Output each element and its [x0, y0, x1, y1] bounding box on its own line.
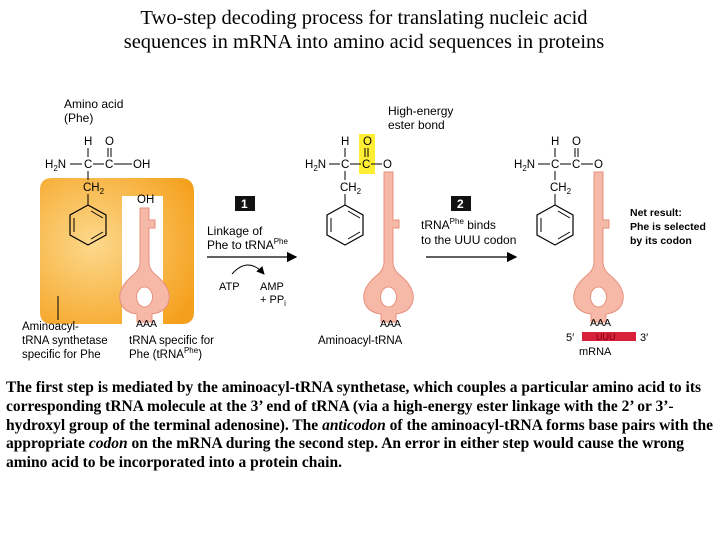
mrna-label: mRNA [579, 346, 612, 358]
svg-text:H: H [341, 136, 349, 148]
svg-text:H2N: H2N [45, 159, 66, 173]
svg-text:O: O [105, 136, 114, 148]
codon-label: UUU [596, 332, 616, 342]
uuu-codon-label: to the UUU codon [421, 233, 516, 247]
caption-codon-term: codon [88, 435, 128, 453]
svg-text:H: H [84, 136, 92, 148]
aminoacyl-phe: H O H2N C C O CH2 [305, 136, 392, 246]
synthetase-enzyme-shape [40, 178, 194, 324]
anticodon-label-2: AAA [380, 318, 401, 330]
synthetase-label-1: Aminoacyl- [22, 321, 79, 333]
svg-text:O: O [572, 136, 581, 148]
ester-bond-label: ester bond [388, 118, 445, 132]
step-1-number: 1 [241, 197, 248, 211]
trna-1: OH AAA [119, 194, 170, 330]
svg-text:H2N: H2N [305, 159, 326, 173]
svg-text:C: C [362, 159, 370, 171]
svg-text:CH2: CH2 [340, 182, 362, 196]
page-title: Two-step decoding process for translatin… [0, 6, 728, 54]
svg-text:H2N: H2N [514, 159, 535, 173]
five-prime-label: 5′ [566, 332, 574, 344]
anticodon-label-3: AAA [590, 317, 611, 329]
caption-part-3: on the mRNA during the second step. An e… [6, 435, 685, 472]
svg-text:O: O [594, 159, 603, 171]
atp-amp-curve [231, 264, 265, 275]
net-result-label: Net result: [630, 207, 682, 219]
synthetase-label-2: tRNA synthetase [22, 335, 108, 347]
three-prime-label: 3′ [640, 332, 648, 344]
aminoacyl-trna-label: Aminoacyl-tRNA [318, 335, 403, 347]
caption-part-2: of the aminoacyl-tRNA forms base pairs w… [6, 416, 713, 453]
step-2-number: 2 [457, 197, 464, 211]
linkage-label-2: Phe to tRNAPhe [207, 237, 288, 252]
svg-text:C: C [572, 159, 580, 171]
mrna-strand [582, 332, 636, 341]
phe-amino-acid: H O H2N C C OH CH2 [45, 136, 150, 246]
caption-anticodon-term: anticodon [322, 416, 386, 434]
bound-phe: H O H2N C C O CH2 [514, 136, 603, 246]
svg-text:H: H [551, 136, 559, 148]
svg-text:O: O [383, 159, 392, 171]
svg-text:C: C [105, 159, 113, 171]
svg-text:C: C [84, 159, 92, 171]
atp-label: ATP [219, 281, 240, 293]
amp-label: AMP [260, 281, 284, 293]
amino-acid-label: Amino acid [64, 97, 123, 111]
svg-text:CH2: CH2 [83, 182, 105, 196]
svg-text:CH2: CH2 [550, 182, 572, 196]
trna-binds-label: tRNAPhe binds [421, 217, 496, 232]
caption-paragraph: The first step is mediated by the aminoa… [6, 379, 724, 473]
trna-specific-label-2: Phe (tRNAPhe) [129, 346, 202, 361]
svg-text:OH: OH [133, 159, 150, 171]
step-1-box [235, 196, 255, 211]
amino-acid-name-label: (Phe) [64, 111, 93, 125]
net-result-line-2: Phe is selected [630, 221, 706, 233]
linkage-label-1: Linkage of [207, 224, 263, 238]
trna-3prime-oh-label: OH [137, 194, 154, 206]
decoding-diagram: Amino acid (Phe) H O H2N C C OH CH2 OH A… [22, 97, 706, 361]
synthetase-label-3: specific for Phe [22, 349, 101, 361]
title-line-2: sequences in mRNA into amino acid sequen… [123, 31, 605, 53]
caption-part-1: The first step is mediated by the aminoa… [6, 379, 702, 434]
high-energy-label: High-energy [388, 104, 453, 118]
trna-3: AAA [573, 171, 624, 329]
anticodon-label-1: AAA [136, 318, 157, 330]
ppi-label: + PPi [260, 294, 286, 308]
title-line-1: Two-step decoding process for translatin… [140, 7, 588, 29]
net-result-line-3: by its codon [630, 235, 692, 247]
svg-text:O: O [363, 136, 372, 148]
trna-specific-label-1: tRNA specific for [129, 335, 214, 347]
svg-text:C: C [551, 159, 559, 171]
svg-text:C: C [341, 159, 349, 171]
step-2-box [451, 196, 471, 211]
trna-2: AAA [363, 171, 414, 330]
